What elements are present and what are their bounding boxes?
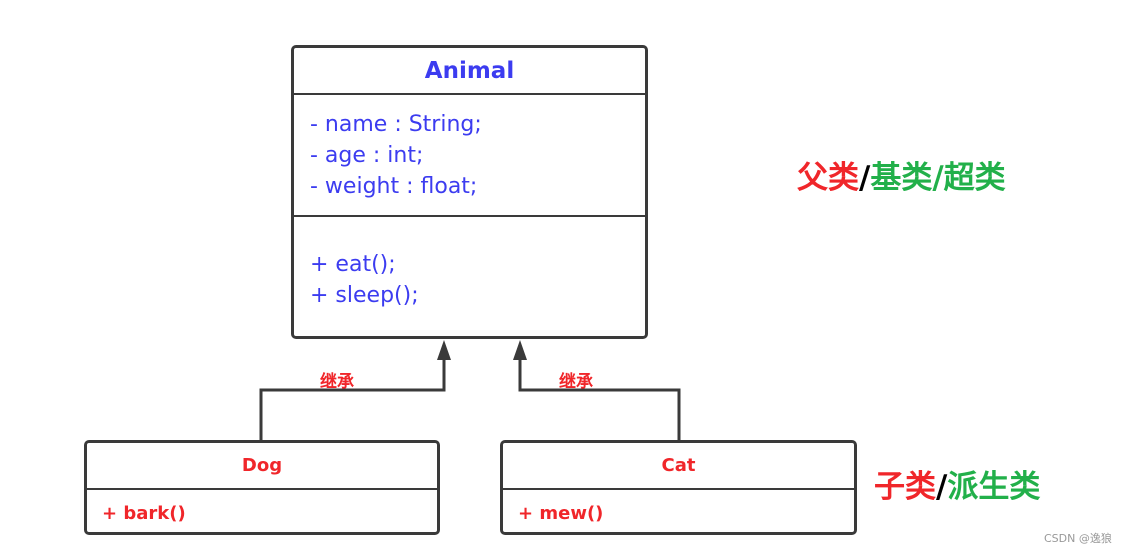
parent-caption: 父类/基类/超类 [797, 152, 1006, 197]
dog-class-name: Dog [241, 455, 283, 476]
animal-class-name: Animal [424, 58, 515, 84]
attribute: - weight : float; [310, 174, 478, 199]
method: + eat(); [310, 252, 396, 277]
caption-sep: / [932, 160, 944, 196]
dog-class-box: Dog + bark() [84, 440, 440, 535]
caption-derived: 派生类 [947, 469, 1041, 505]
watermark: CSDN @逸狼 [1044, 532, 1112, 545]
cat-arrowhead [513, 340, 527, 360]
cat-class-box: Cat + mew() [500, 440, 857, 535]
dog-inheritance-line [259, 358, 446, 441]
method: + mew() [518, 503, 604, 524]
cat-inheritance-line [518, 358, 681, 441]
caption-super: 超类 [943, 160, 1006, 196]
caption-child: 子类 [874, 469, 936, 505]
inheritance-label: 继承 [559, 372, 593, 392]
method: + bark() [102, 503, 186, 524]
caption-sep: / [859, 160, 871, 196]
animal-class-box: Animal - name : String; - age : int; - w… [291, 45, 648, 339]
method: + sleep(); [310, 283, 419, 308]
attribute: - name : String; [310, 112, 482, 137]
inheritance-label: 继承 [320, 372, 354, 392]
caption-sep: / [936, 469, 948, 505]
caption-base: 基类 [870, 160, 933, 196]
child-caption: 子类/派生类 [874, 461, 1040, 506]
caption-parent: 父类 [797, 160, 859, 196]
dog-arrowhead [437, 340, 451, 360]
attribute: - age : int; [310, 143, 424, 168]
cat-class-name: Cat [661, 455, 696, 476]
